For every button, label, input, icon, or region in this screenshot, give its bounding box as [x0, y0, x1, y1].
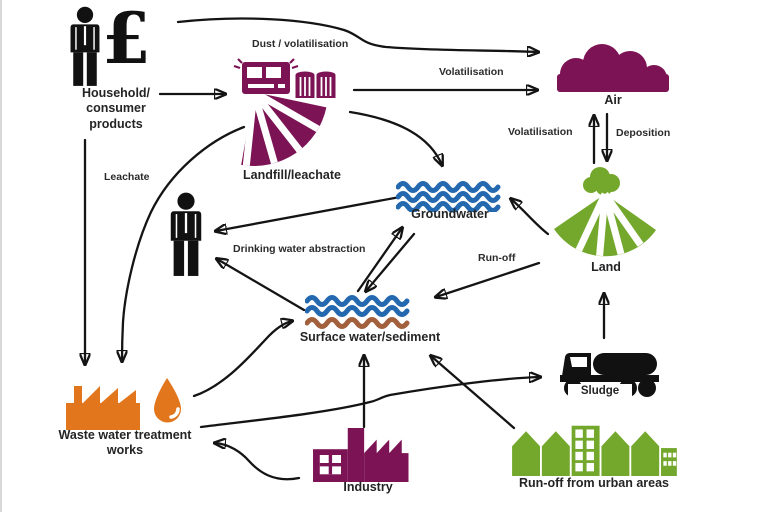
label-drinking-water-abstraction: Drinking water abstraction — [230, 243, 369, 255]
arrow-landfill-to-groundwater — [348, 110, 442, 165]
sludge-label: Sludge — [568, 384, 632, 399]
label-dust-volatilisation: Dust / volatilisation — [249, 38, 352, 50]
label-volatilisation-landfill-air: Volatilisation — [436, 66, 507, 78]
node-surface-water: Surface water/sediment — [298, 294, 442, 350]
node-air: Air — [554, 44, 674, 110]
label-deposition: Deposition — [613, 127, 674, 139]
industry-factory-icon — [313, 428, 409, 482]
node-sludge: Sludge — [554, 340, 666, 402]
water-droplet-icon — [154, 378, 181, 423]
groundwater-waves-icon — [396, 181, 501, 212]
label-volatilisation-land-air: Volatilisation — [505, 126, 576, 138]
urban-label: Run-off from urban areas — [518, 476, 669, 490]
air-label: Air — [604, 93, 622, 107]
node-household: £ Household/ consumer products — [58, 4, 174, 140]
arrow-land-to-surface-runoff — [436, 261, 541, 297]
arrow-groundwater-to-person — [216, 195, 402, 231]
arrow-wwtw-to-surface — [192, 321, 292, 398]
node-industry: Industry — [307, 428, 429, 498]
node-land: Land — [550, 164, 665, 278]
node-wwtw: Waste water treatment works — [42, 372, 208, 466]
arrow-household-to-air — [176, 17, 538, 52]
arrow-groundwater-to-surface — [366, 232, 416, 291]
drinking-water-person-icon — [166, 192, 210, 282]
arrow-industry-to-wwtw — [215, 443, 301, 481]
arrow-landfill-to-wwtw — [122, 125, 246, 361]
node-landfill: Landfill/leachate — [230, 58, 354, 188]
pound-symbol: £ — [102, 0, 151, 80]
arrow-wwtw-to-sludge — [199, 377, 540, 429]
household-person-icon — [70, 6, 100, 86]
surface-water-waves-icon — [305, 295, 410, 329]
arrow-land-to-groundwater — [511, 199, 550, 236]
wwtw-label: Waste water treatment works — [58, 428, 192, 458]
arrow-surface-to-groundwater — [356, 228, 402, 293]
land-field-icon — [554, 167, 656, 257]
land-label: Land — [591, 260, 621, 274]
air-cloud-icon — [557, 44, 669, 92]
label-runoff: Run-off — [475, 252, 519, 264]
arrow-surface-to-person — [217, 259, 306, 312]
arrow-urban-to-surface — [431, 356, 516, 430]
surface-water-label: Surface water/sediment — [299, 330, 441, 344]
node-urban: Run-off from urban areas — [504, 420, 684, 496]
node-groundwater: Groundwater — [394, 180, 506, 226]
wwtw-factory-icon — [66, 378, 181, 430]
landfill-label: Landfill/leachate — [243, 168, 341, 182]
household-label: Household/ consumer products — [81, 86, 151, 131]
groundwater-label: Groundwater — [411, 207, 489, 221]
landfill-icon — [233, 58, 336, 167]
industry-label: Industry — [343, 480, 393, 494]
label-leachate: Leachate — [101, 171, 153, 183]
urban-skyline-icon — [512, 425, 677, 476]
